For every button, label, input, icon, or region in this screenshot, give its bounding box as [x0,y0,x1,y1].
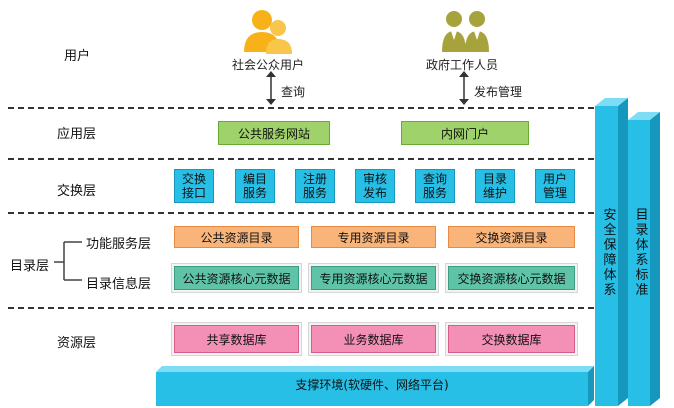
review-publish-box: 审核 发布 [355,169,395,203]
double-arrow-icon [459,71,469,105]
business-database-box: 业务数据库 [311,325,436,353]
public-user-label: 社会公众用户 [232,58,305,72]
public-catalog-box: 公共资源目录 [174,226,299,248]
catalog-layer-label: 目录层 [10,259,50,274]
layer-divider [8,307,594,309]
resource-layer-label: 资源层 [57,336,97,351]
function-layer-label: 功能服务层 [86,237,152,252]
public-service-site-box: 公共服务网站 [218,121,330,145]
user-layer-label: 用户 [64,49,91,64]
special-catalog-box: 专用资源目录 [311,226,436,248]
exchange-layer-label: 交换层 [57,184,97,199]
double-arrow-icon [266,71,276,105]
exchange-metadata-box: 交换资源核心元数据 [448,266,575,290]
support-platform-bar [156,366,594,406]
exchange-interface-box: 交换 接口 [174,169,214,203]
query-service-box: 查询 服务 [415,169,455,203]
exchange-catalog-box: 交换资源目录 [448,226,575,248]
side-pillars [595,98,660,406]
gov-user-icon [442,11,489,52]
standards-system-label: 目 录 体 系 标 准 [635,208,649,298]
info-layer-label: 目录信息层 [86,277,152,292]
special-metadata-box: 专用资源核心元数据 [311,266,436,290]
support-environment-label: 支撑环境(软硬件、网络平台) [295,378,449,392]
public-user-icon [244,10,292,54]
catalog-service-box: 编目 服务 [235,169,275,203]
layer-divider [8,212,594,214]
public-metadata-box: 公共资源核心元数据 [174,266,299,290]
register-service-box: 注册 服务 [295,169,335,203]
gov-user-label: 政府工作人员 [426,58,499,72]
intranet-portal-box: 内网门户 [401,121,529,145]
app-layer-label: 应用层 [57,127,97,142]
user-manage-box: 用户 管理 [535,169,575,203]
bracket-connector [54,241,82,281]
catalog-maintain-box: 目录 维护 [475,169,515,203]
exchange-database-box: 交换数据库 [448,325,575,353]
layer-divider [8,107,594,109]
shared-database-box: 共享数据库 [174,325,299,353]
publish-action-label: 发布管理 [474,85,523,99]
layer-divider [8,158,594,160]
security-system-label: 安 全 保 障 体 系 [603,208,617,298]
query-action-label: 查询 [281,85,306,99]
